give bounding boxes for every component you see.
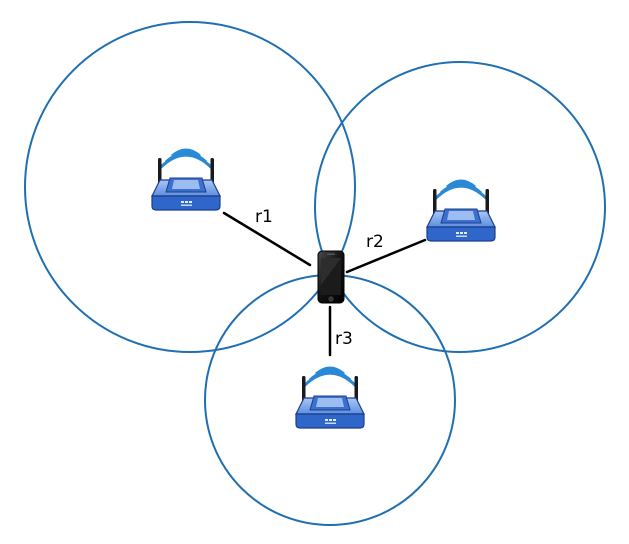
- distance-label-r1: r1: [255, 207, 273, 227]
- smartphone-icon: [317, 250, 345, 304]
- distance-line-r2: [345, 238, 427, 274]
- distance-label-r3: r3: [335, 329, 353, 349]
- wireless-router-icon: [150, 148, 222, 212]
- range-circle-router-2: [314, 61, 606, 353]
- wireless-router-icon: [294, 366, 366, 430]
- wireless-router-icon: [425, 179, 497, 243]
- range-circle-router-1: [24, 21, 356, 353]
- distance-line-r1: [222, 211, 312, 267]
- distance-label-r2: r2: [366, 232, 384, 252]
